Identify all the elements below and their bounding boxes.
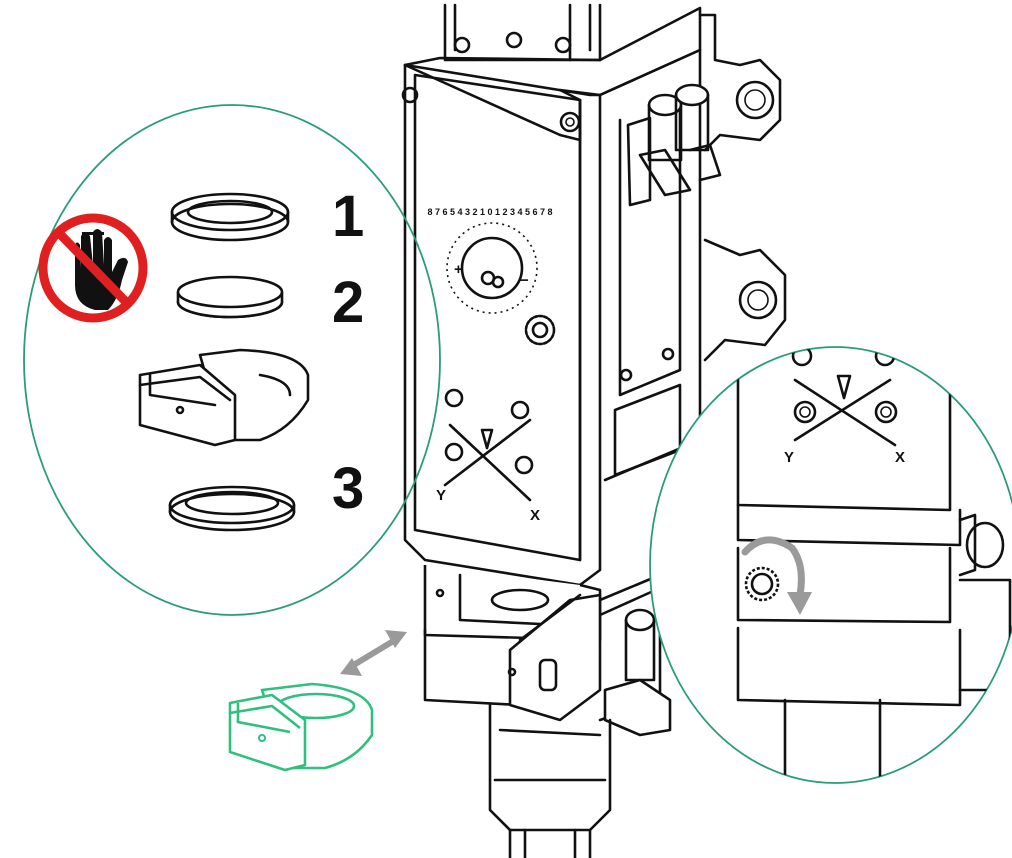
seal-ring-part-3: [168, 485, 296, 532]
detail-circle: [23, 104, 441, 616]
rotate-arrow-icon: [741, 536, 812, 615]
removed-lens-drawer: [228, 682, 374, 772]
dial-scale-text: 8 7 6 5 4 3 2 1 0 1 2 3 4 5 6 7 8: [427, 207, 552, 217]
right-y-label: Y: [784, 449, 794, 466]
focus-adjustment-dial: 8 7 6 5 4 3 2 1 0 1 2 3 4 5 6 7 8 + −: [427, 207, 553, 314]
detail-circle-right: [649, 346, 1012, 784]
part-label-2: 2: [332, 270, 364, 335]
no-touch-icon: [38, 213, 148, 323]
right-x-label: X: [895, 449, 905, 466]
svg-text:+: +: [454, 261, 463, 278]
centering-detail-callout: Y X: [649, 346, 1012, 784]
part-label-1: 1: [332, 184, 364, 249]
front-y-label: Y: [436, 487, 446, 504]
double-arrow-icon: [340, 630, 407, 676]
front-x-label: X: [530, 507, 540, 524]
part-label-3: 3: [332, 456, 364, 521]
lens-part-2: [176, 275, 284, 319]
seal-ring-part-1: [170, 192, 290, 242]
gear-icon: [524, 314, 556, 346]
xy-centering-marks-front: Y X: [436, 388, 540, 524]
lens-drawer-part: [138, 348, 310, 447]
cutting-head-body: 8 7 6 5 4 3 2 1 0 1 2 3 4 5 6 7 8 + − Y …: [401, 3, 787, 858]
air-fittings: [626, 83, 722, 207]
parts-detail-callout: 1 2 3: [23, 104, 441, 616]
svg-text:−: −: [520, 272, 529, 289]
